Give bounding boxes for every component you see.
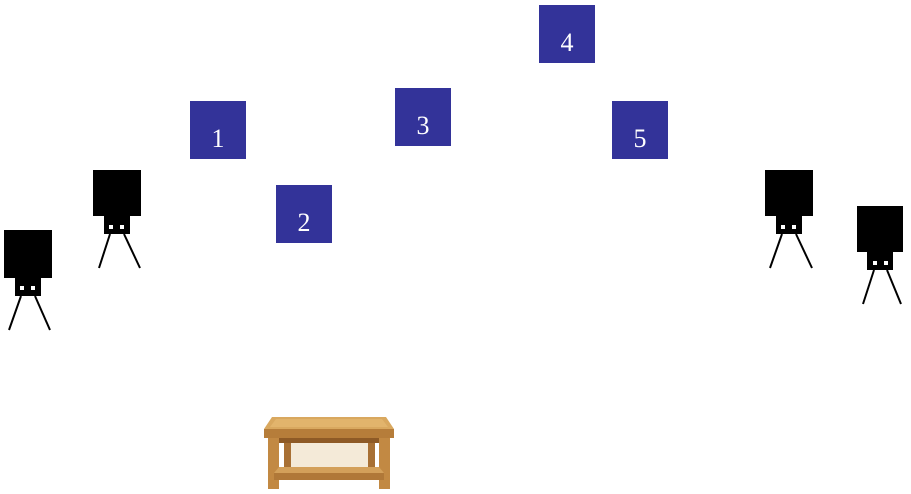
speaker-stand-icon xyxy=(0,230,55,340)
numbered-box-3: 3 xyxy=(395,88,451,146)
numbered-box-2: 2 xyxy=(276,185,332,243)
box-label: 1 xyxy=(212,124,225,154)
numbered-box-1: 1 xyxy=(190,101,246,159)
wooden-coffee-table-icon xyxy=(262,407,396,491)
speaker-stand-icon xyxy=(760,170,820,280)
box-label: 5 xyxy=(634,124,647,154)
box-label: 3 xyxy=(417,111,430,141)
box-label: 2 xyxy=(298,208,311,238)
numbered-box-5: 5 xyxy=(612,101,668,159)
speaker-stand-icon xyxy=(88,170,148,280)
speaker-stand-icon xyxy=(851,206,911,316)
box-label: 4 xyxy=(561,28,574,58)
numbered-box-4: 4 xyxy=(539,5,595,63)
